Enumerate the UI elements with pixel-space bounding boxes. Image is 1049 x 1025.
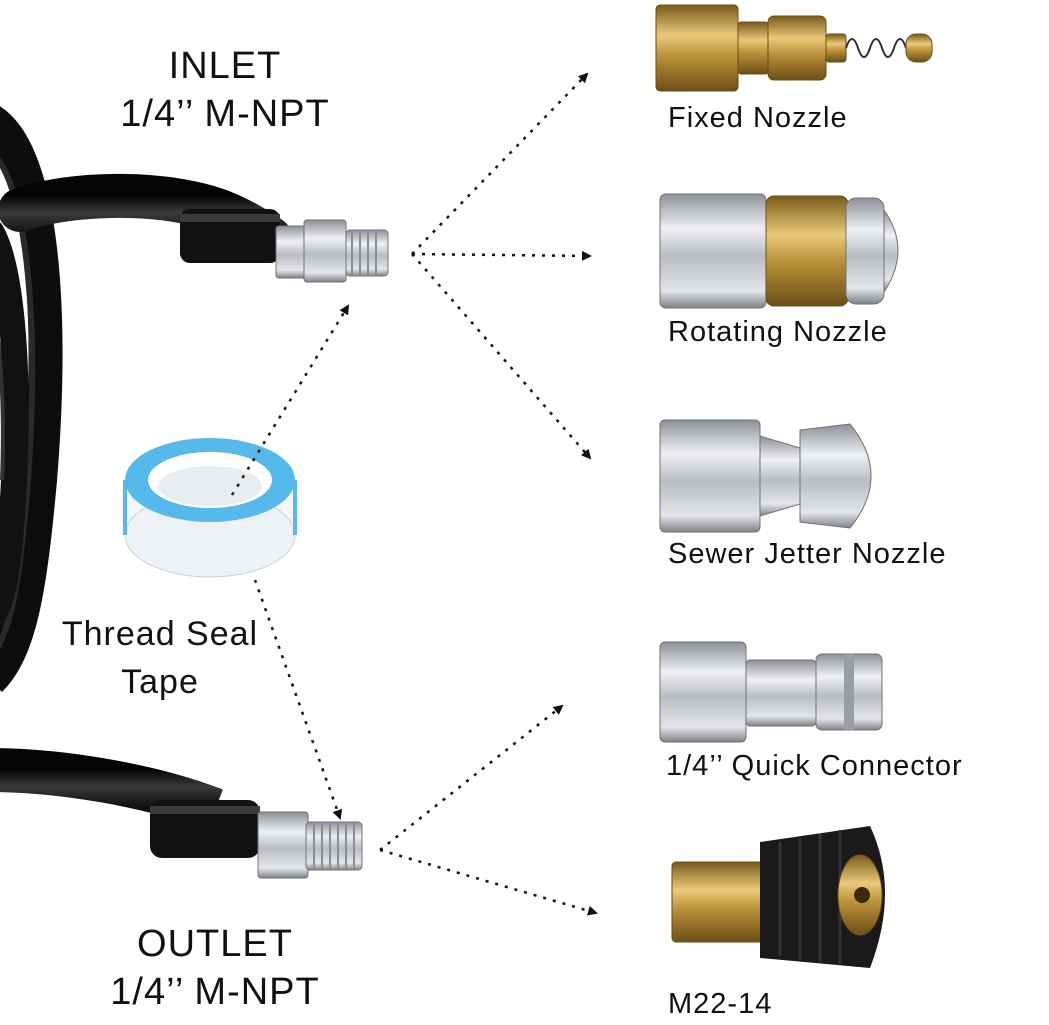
arrow-tape-to-inlet bbox=[230, 304, 350, 496]
m22-fitting-image bbox=[671, 826, 885, 968]
tape-label-line1: Thread Seal bbox=[61, 615, 259, 653]
arrow-to-rotating-nozzle bbox=[411, 250, 592, 261]
sewer-jetter-nozzle-label: Sewer Jetter Nozzle bbox=[668, 538, 947, 570]
rotating-nozzle-image bbox=[659, 193, 899, 309]
tape-label-line2: Tape bbox=[121, 663, 199, 701]
outlet-label: OUTLET 1/4’’ M-NPT bbox=[60, 920, 370, 1016]
quick-connector-label: 1/4’’ Quick Connector bbox=[666, 750, 963, 782]
inlet-title: INLET bbox=[168, 45, 282, 87]
inlet-label: INLET 1/4’’ M-NPT bbox=[70, 42, 380, 138]
outlet-hose bbox=[0, 748, 363, 879]
thread-seal-tape-roll bbox=[123, 438, 297, 578]
inlet-hose bbox=[0, 173, 389, 283]
fixed-nozzle-image bbox=[655, 4, 933, 92]
inlet-spec: 1/4’’ M-NPT bbox=[120, 93, 330, 135]
connection-arrows bbox=[230, 72, 598, 916]
arrow-to-fixed-nozzle bbox=[411, 72, 589, 255]
arrow-to-m22-fitting bbox=[379, 848, 598, 916]
thread-seal-tape-label: Thread Seal Tape bbox=[30, 610, 290, 706]
quick-connector-image bbox=[659, 641, 883, 743]
arrow-tape-to-outlet bbox=[253, 579, 343, 820]
sewer-jetter-nozzle-image bbox=[659, 419, 872, 533]
rotating-nozzle-label: Rotating Nozzle bbox=[668, 316, 888, 348]
arrow-to-quick-connector bbox=[379, 704, 564, 851]
arrow-to-sewer-jetter-nozzle bbox=[411, 253, 592, 460]
m22-fitting-label: M22-14 bbox=[668, 988, 773, 1020]
outlet-title: OUTLET bbox=[137, 923, 293, 965]
outlet-spec: 1/4’’ M-NPT bbox=[110, 971, 320, 1013]
fixed-nozzle-label: Fixed Nozzle bbox=[668, 102, 848, 134]
